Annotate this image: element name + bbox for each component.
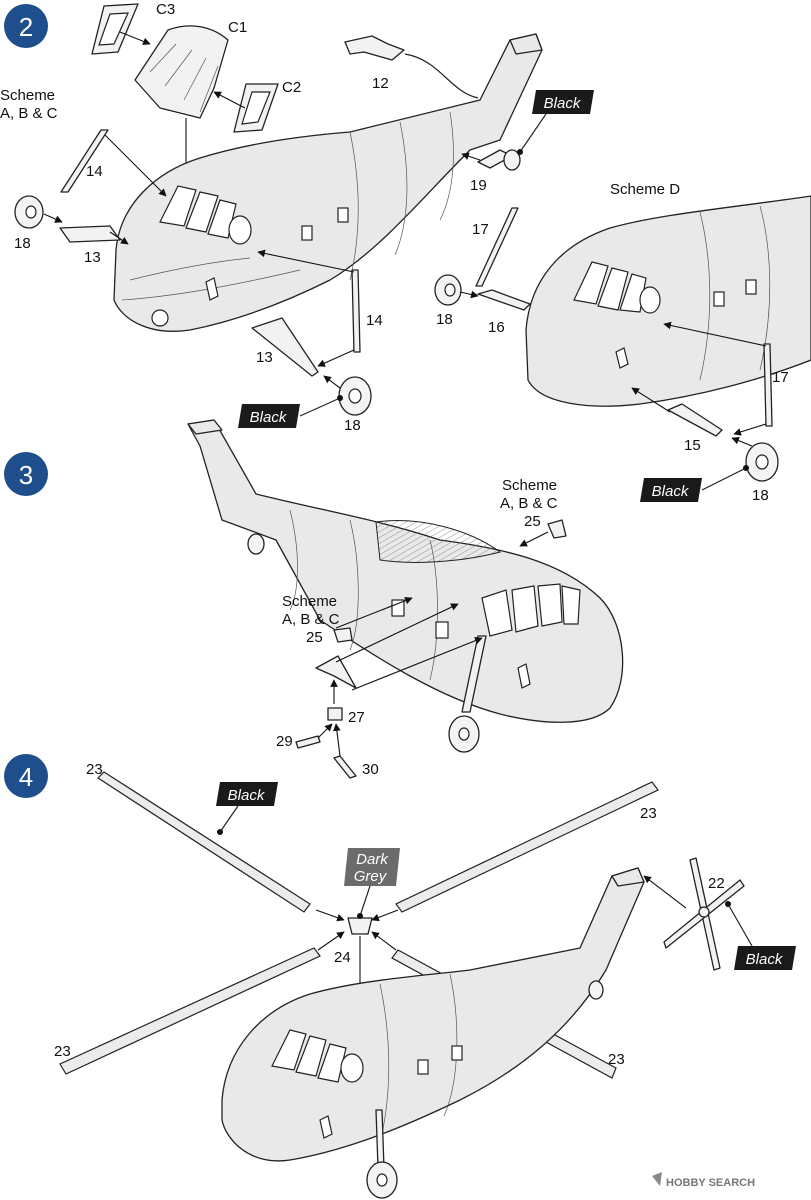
label-18c: 18: [436, 311, 453, 328]
tag-black-scheme-d: Black: [640, 465, 749, 502]
svg-text:Grey: Grey: [354, 868, 388, 885]
part-25a: [547, 519, 567, 539]
label-22: 22: [708, 875, 725, 892]
label-12: 12: [372, 75, 389, 92]
canopy-part-c1: [134, 25, 229, 119]
rotor-blade-23-bottom-left: [59, 947, 321, 1075]
label-17a: 17: [472, 221, 489, 238]
label-23d: 23: [608, 1051, 625, 1068]
step3-scheme-top-line2: A, B & C: [500, 495, 558, 512]
tag-black-tail: Black: [517, 90, 594, 155]
svg-text:Black: Black: [544, 95, 582, 112]
part-24-rotor-hub: [347, 917, 373, 935]
svg-text:Black: Black: [228, 787, 266, 804]
step2-scheme-d: Scheme D: [610, 181, 680, 198]
label-25b: 25: [306, 629, 323, 646]
svg-text:Dark: Dark: [356, 851, 389, 868]
step-3-badge: [4, 452, 48, 496]
part-14a: [60, 129, 109, 193]
tag-black-tail-rotor: Black: [725, 901, 796, 970]
label-23c: 23: [54, 1043, 71, 1060]
label-27: 27: [348, 709, 365, 726]
label-30: 30: [362, 761, 379, 778]
label-15: 15: [684, 437, 701, 454]
svg-text:Black: Black: [652, 483, 690, 500]
step2-scheme-abc-line2: A, B & C: [0, 105, 58, 122]
label-13a: 13: [84, 249, 101, 266]
part-22-tail-rotor: [663, 857, 745, 971]
step3-scheme-top-line1: Scheme: [502, 477, 557, 494]
label-18a: 18: [14, 235, 31, 252]
canopy-part-c3: [91, 3, 139, 55]
step-3-number: 3: [19, 460, 33, 490]
helicopter-fuselage-step3: [187, 419, 624, 753]
helicopter-fuselage-scheme-d: [525, 195, 811, 407]
helicopter-fuselage-step4: [221, 867, 645, 1199]
arrow-c3: [119, 31, 151, 46]
part-15: [667, 403, 723, 437]
label-14b: 14: [366, 312, 383, 329]
svg-text:Black: Black: [746, 951, 784, 968]
watermark-text: HOBBY SEARCH: [666, 1177, 755, 1189]
label-29: 29: [276, 733, 293, 750]
part-16: [477, 289, 531, 311]
part-29: [295, 735, 321, 749]
part-14b: [351, 269, 361, 353]
label-23a: 23: [86, 761, 103, 778]
svg-text:Black: Black: [250, 409, 288, 426]
arrow-14a: [103, 133, 167, 197]
step2-scheme-abc-line1: Scheme: [0, 87, 55, 104]
step-3: 3 Scheme A, B & C 25 Scheme A, B & C 25: [4, 419, 624, 779]
label-16: 16: [488, 319, 505, 336]
tag-black-blade: Black: [216, 782, 278, 835]
part-step: [315, 655, 357, 689]
label-25a: 25: [524, 513, 541, 530]
tag-black-wheel: Black: [238, 395, 343, 428]
part-17b: [763, 343, 773, 427]
part-25b: [333, 627, 353, 643]
step3-scheme-mid-line1: Scheme: [282, 593, 337, 610]
label-c2: C2: [282, 79, 301, 96]
canopy-part-c2: [233, 83, 279, 133]
arrow-c2: [213, 91, 246, 109]
label-19: 19: [470, 177, 487, 194]
part-13b: [251, 317, 319, 377]
label-13b: 13: [256, 349, 273, 366]
part-17a: [475, 207, 519, 287]
step-4: 4 23 23 23 23 24 Black Dark Grey: [4, 754, 796, 1199]
label-c1: C1: [228, 19, 247, 36]
step-2: 2 C3 C1 C2 12 Scheme A, B & C: [0, 1, 811, 504]
tag-dark-grey: Dark Grey: [344, 848, 400, 919]
rotor-blade-23-top-right: [395, 781, 659, 913]
label-17b: 17: [772, 369, 789, 386]
step-4-number: 4: [19, 762, 33, 792]
watermark: HOBBY SEARCH: [652, 1172, 755, 1189]
label-14a: 14: [86, 163, 103, 180]
step-2-badge: [4, 4, 48, 48]
leader-12: [404, 53, 479, 99]
part-13a: [59, 225, 121, 243]
step-4-badge: [4, 754, 48, 798]
label-c3: C3: [156, 1, 175, 18]
part-27: [327, 707, 343, 721]
label-23b: 23: [640, 805, 657, 822]
label-18b: 18: [344, 417, 361, 434]
part-12-sprue: [344, 35, 405, 61]
rotor-blade-23-top-left: [97, 771, 311, 913]
step3-scheme-mid-line2: A, B & C: [282, 611, 340, 628]
label-18d: 18: [752, 487, 769, 504]
part-30: [333, 755, 357, 779]
label-24: 24: [334, 949, 351, 966]
step-2-number: 2: [19, 12, 33, 42]
helicopter-fuselage-step2: [113, 33, 543, 332]
